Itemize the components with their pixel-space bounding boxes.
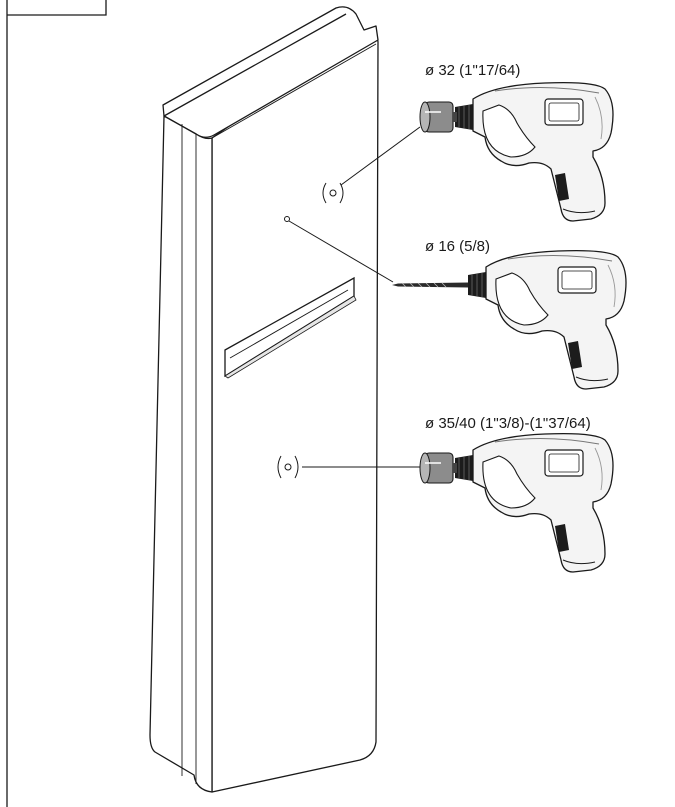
callout-drill-bit-16: ø 16 (5/8)	[425, 238, 491, 255]
hole-marker-small	[284, 216, 290, 222]
hole-marker-bottom	[277, 455, 299, 479]
panel-front-face	[149, 115, 213, 793]
leader-lines	[288, 126, 421, 468]
drill-with-hole-saw-bottom	[419, 432, 614, 573]
callout-hole-saw-32: ø 32 (1"17/64)	[425, 62, 521, 79]
panel-slot	[224, 276, 357, 379]
callout-hole-saw-35-40: ø 35/40 (1"3/8)-(1"37/64)	[425, 415, 591, 432]
drill-with-hole-saw-top	[419, 81, 614, 222]
drill-bit	[392, 282, 468, 288]
page-frame	[6, 0, 107, 807]
panel-side-face	[211, 28, 379, 793]
leader-mid	[288, 220, 394, 283]
leader-top	[340, 126, 421, 186]
panel	[149, 6, 379, 793]
drill-with-bit-middle	[392, 249, 627, 390]
